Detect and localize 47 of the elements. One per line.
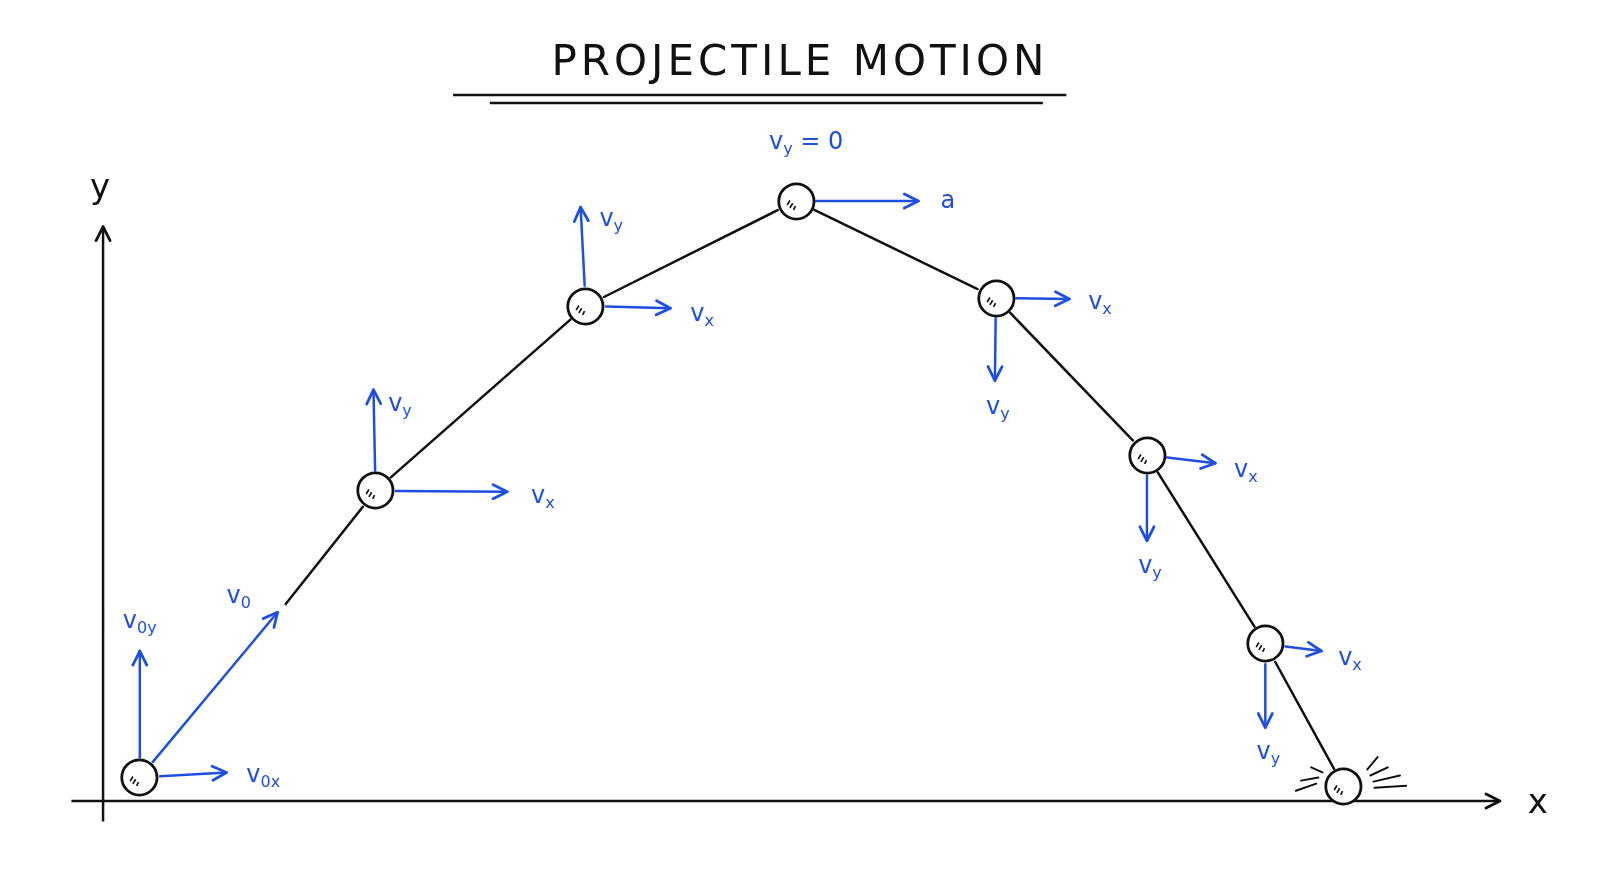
velocity-label: v$_{y}$ = 0	[768, 128, 844, 158]
velocity-arrow	[604, 299, 672, 317]
velocity-arrow	[1284, 640, 1323, 658]
velocity-label: v$_{x}$	[1088, 288, 1112, 318]
velocity-arrow	[1256, 663, 1274, 729]
trajectory-line	[1008, 311, 1135, 442]
ball	[1244, 623, 1286, 665]
velocity-arrow	[158, 764, 228, 782]
velocity-label: v$_{x}$	[1338, 644, 1362, 674]
velocity-label: v$_{y}$	[986, 393, 1010, 423]
ball	[1323, 766, 1365, 808]
velocity-label: v$_{y}$	[388, 390, 412, 420]
velocity-arrow	[131, 649, 149, 759]
velocity-label: v$_{y}$	[1256, 738, 1281, 768]
axis-label: y	[89, 168, 111, 203]
velocity-arrow	[1165, 453, 1217, 470]
velocity-label: v$_{x}$	[531, 482, 555, 512]
title: PROJECTILE MOTION	[551, 36, 1049, 85]
axis-label: x	[1527, 784, 1548, 818]
ball	[119, 757, 161, 798]
velocity-label: v$_{x}$	[1234, 457, 1258, 486]
velocity-label: a	[940, 188, 956, 212]
velocity-arrow	[365, 388, 383, 472]
trajectory-line	[284, 505, 365, 606]
trajectory-line	[1156, 471, 1256, 628]
trajectory-line	[1273, 660, 1336, 771]
velocity-label: v$_{y}$	[1138, 552, 1162, 582]
velocity-label: v$_{y}$	[599, 206, 624, 235]
velocity-arrow	[394, 483, 509, 501]
velocity-label: v$_{0x}$	[246, 761, 281, 790]
velocity-arrow	[151, 610, 279, 764]
velocity-label: v$_{x}$	[690, 300, 714, 330]
velocity-arrow	[1015, 290, 1071, 308]
ball	[565, 285, 607, 327]
ball	[1126, 434, 1168, 476]
velocity-arrow	[572, 205, 590, 287]
velocity-arrow	[986, 317, 1004, 382]
velocity-arrow	[815, 192, 920, 210]
ball	[355, 470, 396, 512]
velocity-arrow	[1138, 474, 1156, 543]
velocity-label: v$_{0}$	[226, 582, 251, 612]
trajectory-line	[389, 318, 572, 479]
velocity-label: v$_{0y}$	[122, 608, 157, 637]
trajectory-line	[602, 208, 779, 299]
trajectory-line	[813, 208, 979, 291]
ball	[775, 180, 817, 222]
ball	[975, 277, 1017, 319]
